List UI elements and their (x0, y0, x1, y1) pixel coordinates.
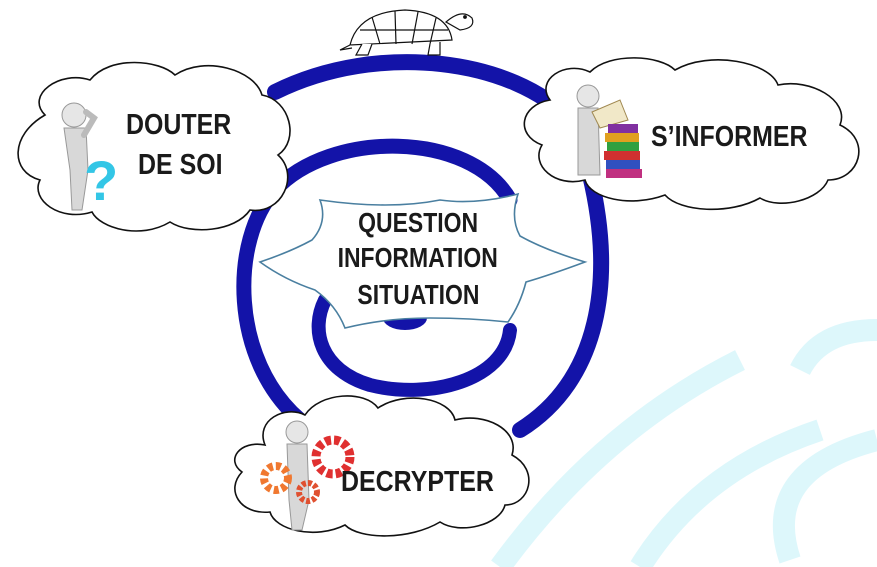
center-label-situation: SITUATION (356, 279, 480, 310)
turtle-icon (339, 9, 474, 56)
spiral-middle-top (267, 138, 518, 208)
label-informer: S’INFORMER (651, 121, 808, 153)
spiral-outer-left (236, 182, 308, 428)
center-label-information: INFORMATION (337, 242, 499, 273)
spiral-inner (311, 293, 517, 397)
gear-orange-icon (260, 462, 292, 494)
watermark-arc-1 (491, 350, 745, 567)
question-mark-icon: ? (84, 149, 118, 212)
center-label-line2: INFORMATION (300, 244, 536, 272)
cloud-douter (17, 61, 291, 232)
label-decrypter: DECRYPTER (341, 466, 494, 498)
watermark (491, 319, 877, 567)
reading-figure-icon (576, 84, 642, 178)
label-douter-line2: DE SOI (138, 149, 223, 181)
center-label-line3: SITUATION (300, 281, 536, 309)
center-starburst (258, 192, 588, 329)
gear-red-icon (311, 435, 355, 479)
spiral-outer-right (512, 167, 610, 438)
center-label-question: QUESTION (358, 207, 478, 238)
gear-small-icon (296, 480, 320, 504)
label-douter-line1: DOUTER (126, 109, 232, 141)
watermark-arc-3 (772, 429, 877, 564)
watermark-arc-4 (790, 319, 877, 376)
spiral-outer-top (267, 54, 578, 128)
center-label-line1: QUESTION (300, 209, 536, 237)
spiral (236, 54, 610, 438)
watermark-arc-2 (630, 419, 824, 567)
gears-figure-icon (260, 420, 355, 531)
thinking-figure-icon: ? (61, 102, 118, 212)
